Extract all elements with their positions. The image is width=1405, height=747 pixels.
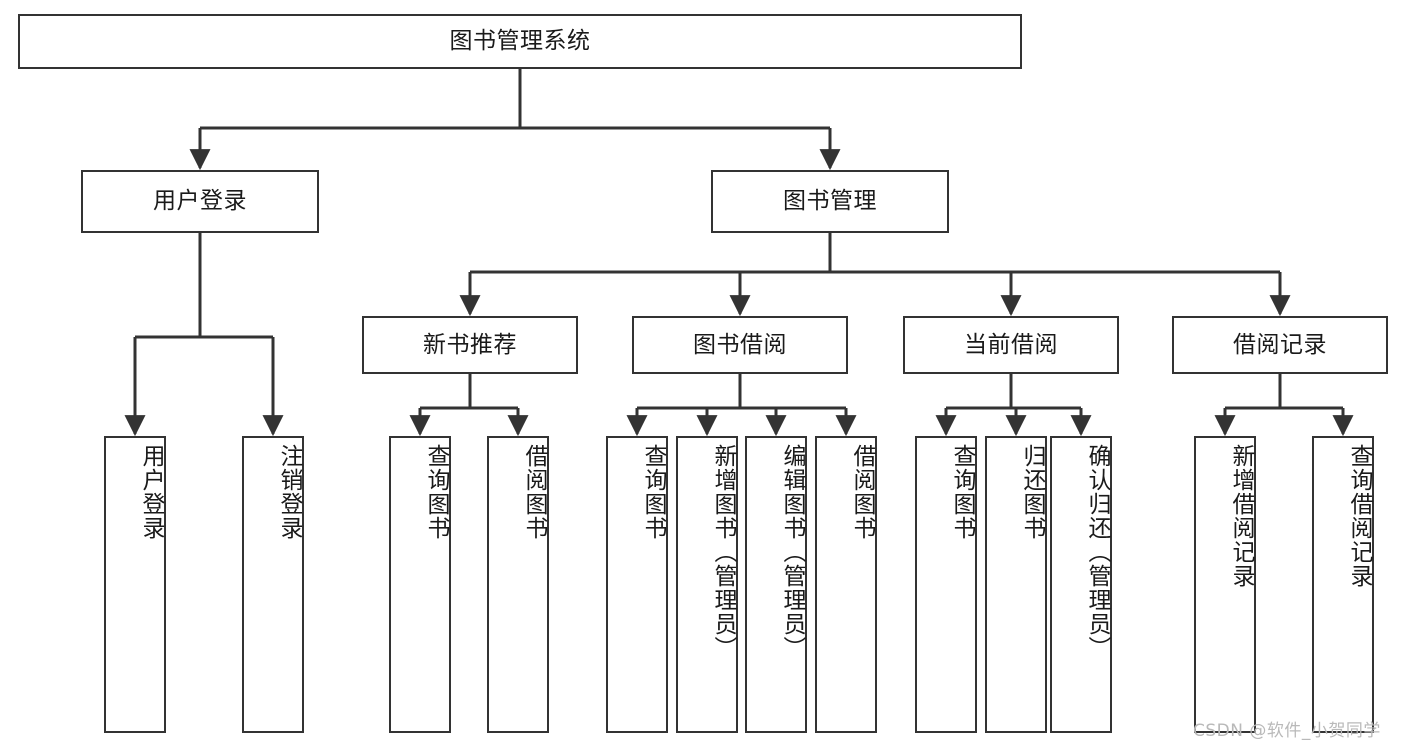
node-current-borrow-label: 当前借阅 [964,331,1058,358]
node-leaf-edit-book-label: 编辑图书（管理员） [779,444,805,660]
node-book-borrow-label: 图书借阅 [693,331,787,358]
node-current-borrow[interactable]: 当前借阅 [903,316,1119,374]
node-leaf-logout-label: 注销登录 [276,444,302,540]
node-leaf-return-book-label: 归还图书 [1019,444,1045,540]
node-user-login-label: 用户登录 [153,188,247,215]
node-user-login[interactable]: 用户登录 [81,170,319,233]
node-leaf-confirm-return[interactable]: 确认归还（管理员） [1050,436,1112,733]
node-leaf-query-record[interactable]: 查询借阅记录 [1312,436,1374,733]
node-leaf-borrow-book-1[interactable]: 借阅图书 [487,436,549,733]
node-book-borrow[interactable]: 图书借阅 [632,316,848,374]
node-leaf-logout[interactable]: 注销登录 [242,436,304,733]
node-root-system[interactable]: 图书管理系统 [18,14,1022,69]
node-leaf-add-book[interactable]: 新增图书（管理员） [676,436,738,733]
node-leaf-borrow-book-2[interactable]: 借阅图书 [815,436,877,733]
node-leaf-borrow-book-2-label: 借阅图书 [849,444,875,540]
node-leaf-borrow-book-1-label: 借阅图书 [521,444,547,540]
node-book-manage[interactable]: 图书管理 [711,170,949,233]
node-leaf-return-book[interactable]: 归还图书 [985,436,1047,733]
node-borrow-record-label: 借阅记录 [1233,331,1327,358]
node-book-manage-label: 图书管理 [783,188,877,215]
node-leaf-add-book-label: 新增图书（管理员） [710,444,736,660]
node-leaf-query-book-2-label: 查询图书 [640,444,666,540]
node-leaf-query-book-2[interactable]: 查询图书 [606,436,668,733]
node-leaf-add-record[interactable]: 新增借阅记录 [1194,436,1256,733]
node-leaf-query-book-1-label: 查询图书 [423,444,449,540]
node-leaf-query-book-1[interactable]: 查询图书 [389,436,451,733]
node-leaf-query-record-label: 查询借阅记录 [1346,444,1372,588]
node-borrow-record[interactable]: 借阅记录 [1172,316,1388,374]
node-new-book-recommend[interactable]: 新书推荐 [362,316,578,374]
csdn-watermark: CSDN @软件_小贺同学 [1193,721,1381,741]
node-leaf-add-record-label: 新增借阅记录 [1228,444,1254,588]
node-leaf-confirm-return-label: 确认归还（管理员） [1084,444,1110,660]
node-leaf-query-book-3[interactable]: 查询图书 [915,436,977,733]
node-leaf-query-book-3-label: 查询图书 [949,444,975,540]
node-root-label: 图书管理系统 [449,28,591,55]
node-leaf-user-login[interactable]: 用户登录 [104,436,166,733]
node-leaf-edit-book[interactable]: 编辑图书（管理员） [745,436,807,733]
node-new-book-recommend-label: 新书推荐 [423,331,517,358]
node-leaf-user-login-label: 用户登录 [138,444,164,540]
